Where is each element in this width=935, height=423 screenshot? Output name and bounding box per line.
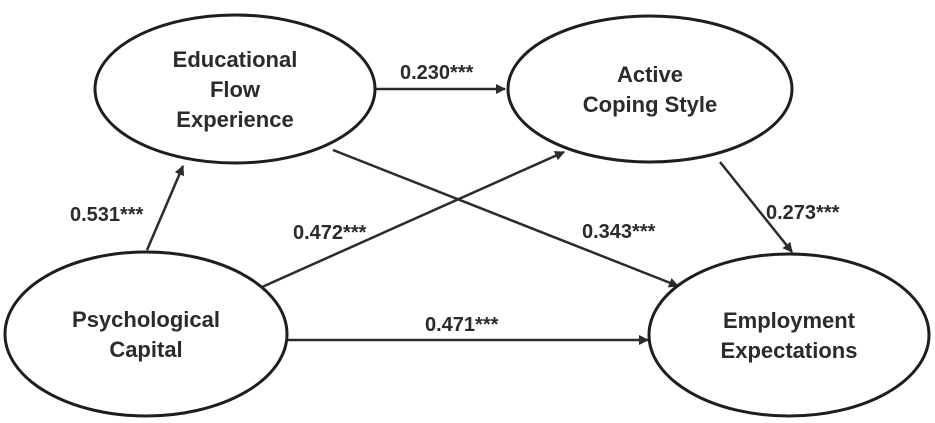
coef-coping-to-employment: 0.273*** — [766, 202, 840, 224]
coef-psych-to-coping: 0.472*** — [293, 222, 367, 244]
node-ellipse — [93, 13, 377, 165]
coef-edu-to-coping: 0.230*** — [400, 62, 474, 84]
node-psychological-capital: Psychological Capital — [3, 250, 289, 418]
node-ellipse — [3, 250, 289, 418]
edge-edu-to-employment — [332, 148, 679, 288]
node-label: Active — [617, 62, 683, 87]
node-label: Coping Style — [583, 92, 717, 117]
edge-coping-to-employment — [719, 161, 793, 253]
coef-psych-to-edu: 0.531*** — [70, 204, 144, 226]
node-educational-flow: Educational Flow Experience — [93, 13, 377, 165]
node-label: Flow — [210, 77, 261, 102]
node-label: Psychological — [72, 307, 220, 332]
edges — [145, 84, 793, 345]
node-active-coping: Active Coping Style — [506, 14, 794, 164]
node-label: Experience — [176, 107, 293, 132]
node-label: Capital — [109, 337, 182, 362]
node-label: Employment — [723, 308, 856, 333]
coef-psych-to-employment: 0.471*** — [425, 314, 499, 336]
node-label: Educational — [173, 47, 298, 72]
edge-psych-to-edu — [145, 165, 185, 251]
edge-psych-to-coping — [261, 150, 565, 289]
edge-labels: 0.531*** 0.230*** 0.472*** 0.343*** 0.27… — [70, 62, 840, 336]
coef-edu-to-employment: 0.343*** — [582, 221, 656, 243]
node-label: Expectations — [721, 338, 858, 363]
node-ellipse — [506, 14, 794, 164]
node-ellipse — [647, 252, 931, 418]
node-employment-expectations: Employment Expectations — [647, 252, 931, 418]
